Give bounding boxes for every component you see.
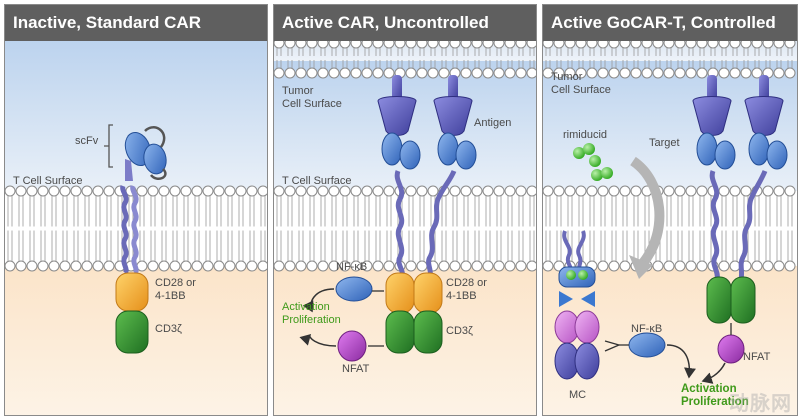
rimiducid-label: rimiducid	[563, 129, 608, 141]
antigen-receptor-pair	[377, 75, 477, 354]
diagram-standard-car	[5, 41, 267, 415]
cd3z-label: CD3ζ	[446, 325, 473, 337]
nfat-protein	[717, 334, 745, 364]
nfat-label: NFAT	[743, 351, 771, 363]
tumor-surface-label: Tumor Cell Surface	[551, 71, 611, 96]
nfkb-arrow	[302, 288, 335, 313]
antigen-label: Antigen	[474, 117, 512, 129]
cd3z-domain	[413, 310, 443, 354]
tumor-cell-membrane	[274, 41, 536, 79]
mc-label: MC	[569, 389, 587, 401]
cd3z-label: CD3ζ	[155, 323, 182, 335]
t-cell-membrane	[5, 185, 267, 272]
scfv-domain	[381, 132, 403, 166]
target-right	[744, 75, 784, 136]
nfat-label: NFAT	[342, 363, 370, 375]
cd3z-domain	[730, 276, 756, 324]
nfkb-protein	[628, 332, 666, 358]
nfat-arrow	[299, 333, 337, 347]
nfkb-protein	[335, 276, 373, 302]
rimiducid-molecule	[591, 169, 603, 181]
nfat-protein	[337, 330, 367, 362]
costim-label: CD28 or 4-1BB	[446, 277, 487, 302]
antigen-right	[433, 75, 473, 136]
nfkb-arrow	[666, 344, 696, 379]
scfv-bracket	[104, 124, 113, 168]
panel-title: Active GoCAR-T, Controlled	[543, 5, 797, 41]
panel-inactive-standard-car: Inactive, Standard CAR scFv T Cell Surfa…	[4, 4, 268, 416]
panel-title: Inactive, Standard CAR	[5, 5, 267, 41]
t-cell-surface-label: T Cell Surface	[13, 175, 83, 187]
costim-domain	[385, 272, 415, 314]
t-cell-membrane	[274, 185, 536, 272]
rimiducid-entry-arrow	[629, 156, 665, 267]
target-left	[692, 75, 732, 136]
costim-domain	[115, 272, 149, 312]
panel-active-gocar-t-controlled: Active GoCAR-T, Controlled	[542, 4, 798, 416]
mc-switch	[554, 230, 600, 380]
scfv-label: scFv	[75, 135, 99, 147]
tumor-surface-label: Tumor Cell Surface	[282, 85, 342, 110]
diagram-gocar-t	[543, 41, 797, 415]
scfv-domain	[437, 132, 459, 166]
scfv-domain	[143, 143, 167, 175]
target-label: Target	[649, 137, 680, 149]
costim-label: CD28 or 4-1BB	[155, 277, 196, 302]
panel-active-car-uncontrolled: Active CAR, Uncontrolled	[273, 4, 537, 416]
cd3z-domain	[115, 310, 149, 354]
watermark: 动脉网	[729, 393, 792, 415]
t-cell-surface-label: T Cell Surface	[282, 175, 352, 187]
scfv-linker	[144, 126, 167, 180]
panel-title: Active CAR, Uncontrolled	[274, 5, 536, 41]
nfkb-label: NF-κB	[336, 261, 368, 273]
mc-base	[574, 342, 600, 380]
cd3z-domain	[385, 310, 415, 354]
mc-domain	[574, 310, 600, 344]
tumor-cell-membrane	[543, 41, 796, 79]
rimiducid-molecule	[573, 147, 585, 159]
scfv-domain	[455, 140, 477, 170]
activation-proliferation-label: Activation Proliferation	[282, 301, 341, 326]
nfkb-label: NF-κB	[631, 323, 663, 335]
scfv-domain	[399, 140, 421, 170]
rimiducid-molecules	[573, 143, 613, 181]
diagram-uncontrolled-car	[274, 41, 536, 415]
cd3z-domain	[706, 276, 732, 324]
transmembrane-hinge	[120, 185, 129, 275]
activation-proliferation-label: Activation Proliferation	[681, 383, 749, 408]
costim-domain	[413, 272, 443, 314]
extracellular-space	[5, 41, 267, 191]
nfat-arrow	[701, 362, 726, 384]
car-receptor	[104, 124, 167, 354]
